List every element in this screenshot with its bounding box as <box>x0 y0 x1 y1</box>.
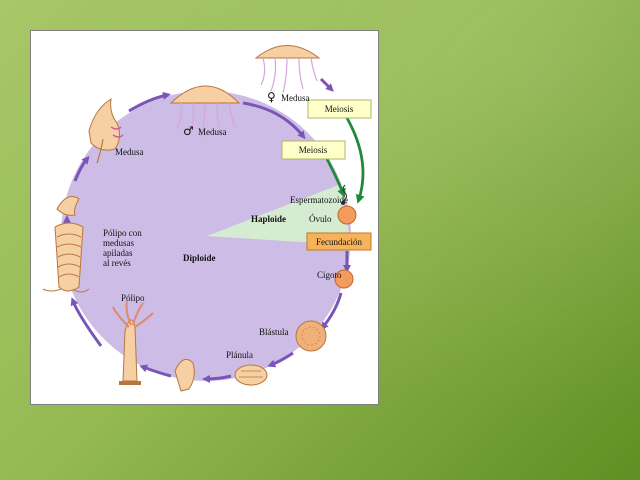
female-medusa-illustration <box>256 46 319 94</box>
stacked-polyp-label-4: al revés <box>103 258 131 268</box>
life-cycle-diagram: Meiosis Meiosis Fecundación ♀ Medusa ♂ M… <box>31 31 380 406</box>
fertilization-box: Fecundación <box>307 233 371 250</box>
female-symbol: ♀ <box>267 90 276 104</box>
planula-label: Plánula <box>226 350 253 360</box>
cnidarian-life-cycle-figure: Meiosis Meiosis Fecundación ♀ Medusa ♂ M… <box>30 30 379 405</box>
arrow-meiosis-to-egg <box>347 118 363 199</box>
blastula-illustration <box>296 321 326 351</box>
polyp-label: Pólipo <box>121 293 145 303</box>
meiosis-female-label: Meiosis <box>325 104 354 114</box>
meiosis-box-male: Meiosis <box>282 141 345 159</box>
male-symbol: ♂ <box>183 124 194 138</box>
egg-label: Óvulo <box>309 214 332 224</box>
male-medusa-label: Medusa <box>198 127 227 137</box>
stacked-polyp-label-2: medusas <box>103 238 134 248</box>
meiosis-male-label: Meiosis <box>299 145 328 155</box>
left-medusa-label: Medusa <box>115 147 144 157</box>
planula-illustration <box>235 365 267 385</box>
zygote-label: Cigoto <box>317 270 342 280</box>
stacked-polyp-label-1: Pólipo con <box>103 228 142 238</box>
blastula-label: Blástula <box>259 327 289 337</box>
arrow-medusa-top-to-meiosis <box>321 79 331 89</box>
stacked-polyp-label-3: apiladas <box>103 248 133 258</box>
fertilization-label: Fecundación <box>316 237 362 247</box>
diploid-label: Diploide <box>183 253 216 263</box>
meiosis-box-female: Meiosis <box>308 100 371 118</box>
egg-cell <box>338 206 356 224</box>
sperm-label: Espermatozoide <box>290 195 348 205</box>
female-medusa-label: Medusa <box>281 93 310 103</box>
haploid-label: Haploide <box>251 214 286 224</box>
